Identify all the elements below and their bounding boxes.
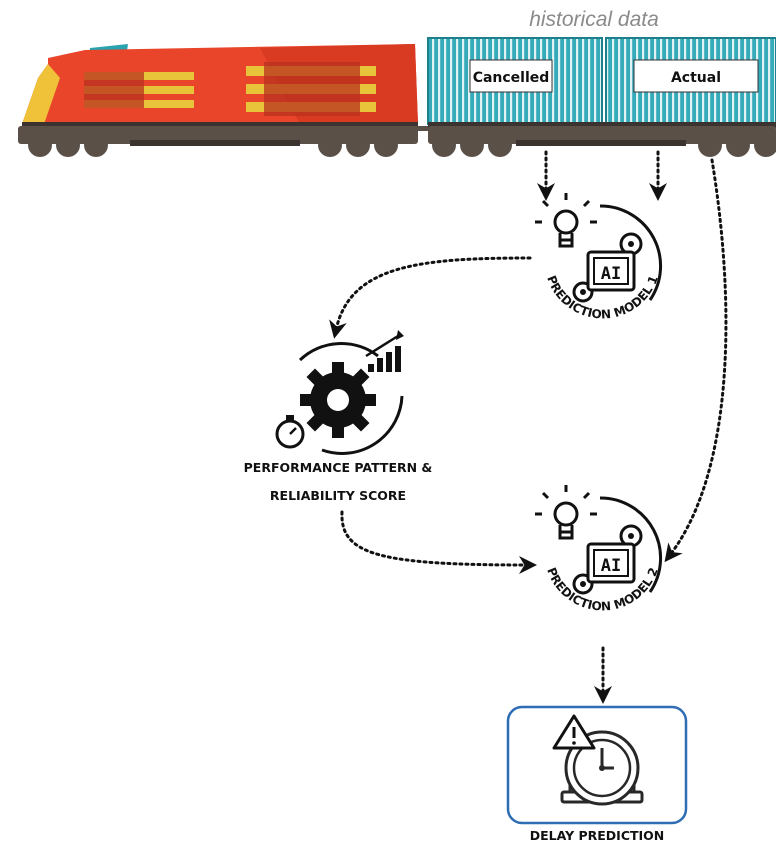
model2-ring <box>599 496 663 593</box>
ai-chip-icon: AI <box>586 542 636 584</box>
stopwatch-icon <box>275 415 305 449</box>
delay-prediction-label: DELAY PREDICTION <box>530 828 665 843</box>
train: Cancelled Actual historical data <box>18 8 776 157</box>
performance-arc-top <box>298 342 379 362</box>
container-car: Cancelled Actual <box>427 37 776 128</box>
wheels <box>18 126 776 157</box>
lightbulb-icon <box>535 193 597 248</box>
model1-ring <box>599 204 663 301</box>
model1-ai-text: AI <box>601 264 621 284</box>
arrow-performance-to-model2 <box>340 510 537 574</box>
gear-icon <box>300 362 376 438</box>
clock-icon <box>560 730 644 806</box>
warning-icon <box>552 714 596 750</box>
bar-chart-icon <box>365 330 404 372</box>
delay-prediction: DELAY PREDICTION <box>506 705 688 843</box>
performance-label-line1: PERFORMANCE PATTERN & <box>244 460 433 475</box>
arrow-actual-to-model2 <box>664 158 728 563</box>
coupler <box>414 126 430 131</box>
container-cancelled-label: Cancelled <box>473 70 550 86</box>
model2-ai-text: AI <box>601 556 621 576</box>
performance-arc-bottom <box>321 395 404 455</box>
performance-label-line2: RELIABILITY SCORE <box>270 488 406 503</box>
prediction-model-2: AI PREDICTION MODEL 2 <box>535 485 663 614</box>
locomotive <box>22 44 418 128</box>
ai-chip-icon: AI <box>586 250 636 292</box>
prediction-model-1: AI PREDICTION MODEL 1 <box>535 193 663 322</box>
arrow-model1-to-performance <box>329 256 532 339</box>
historical-data-label: historical data <box>529 8 659 31</box>
connectors <box>329 150 728 704</box>
performance-pattern: PERFORMANCE PATTERN & RELIABILITY SCORE <box>244 330 433 503</box>
container-actual-label: Actual <box>671 70 721 86</box>
lightbulb-icon <box>535 485 597 540</box>
